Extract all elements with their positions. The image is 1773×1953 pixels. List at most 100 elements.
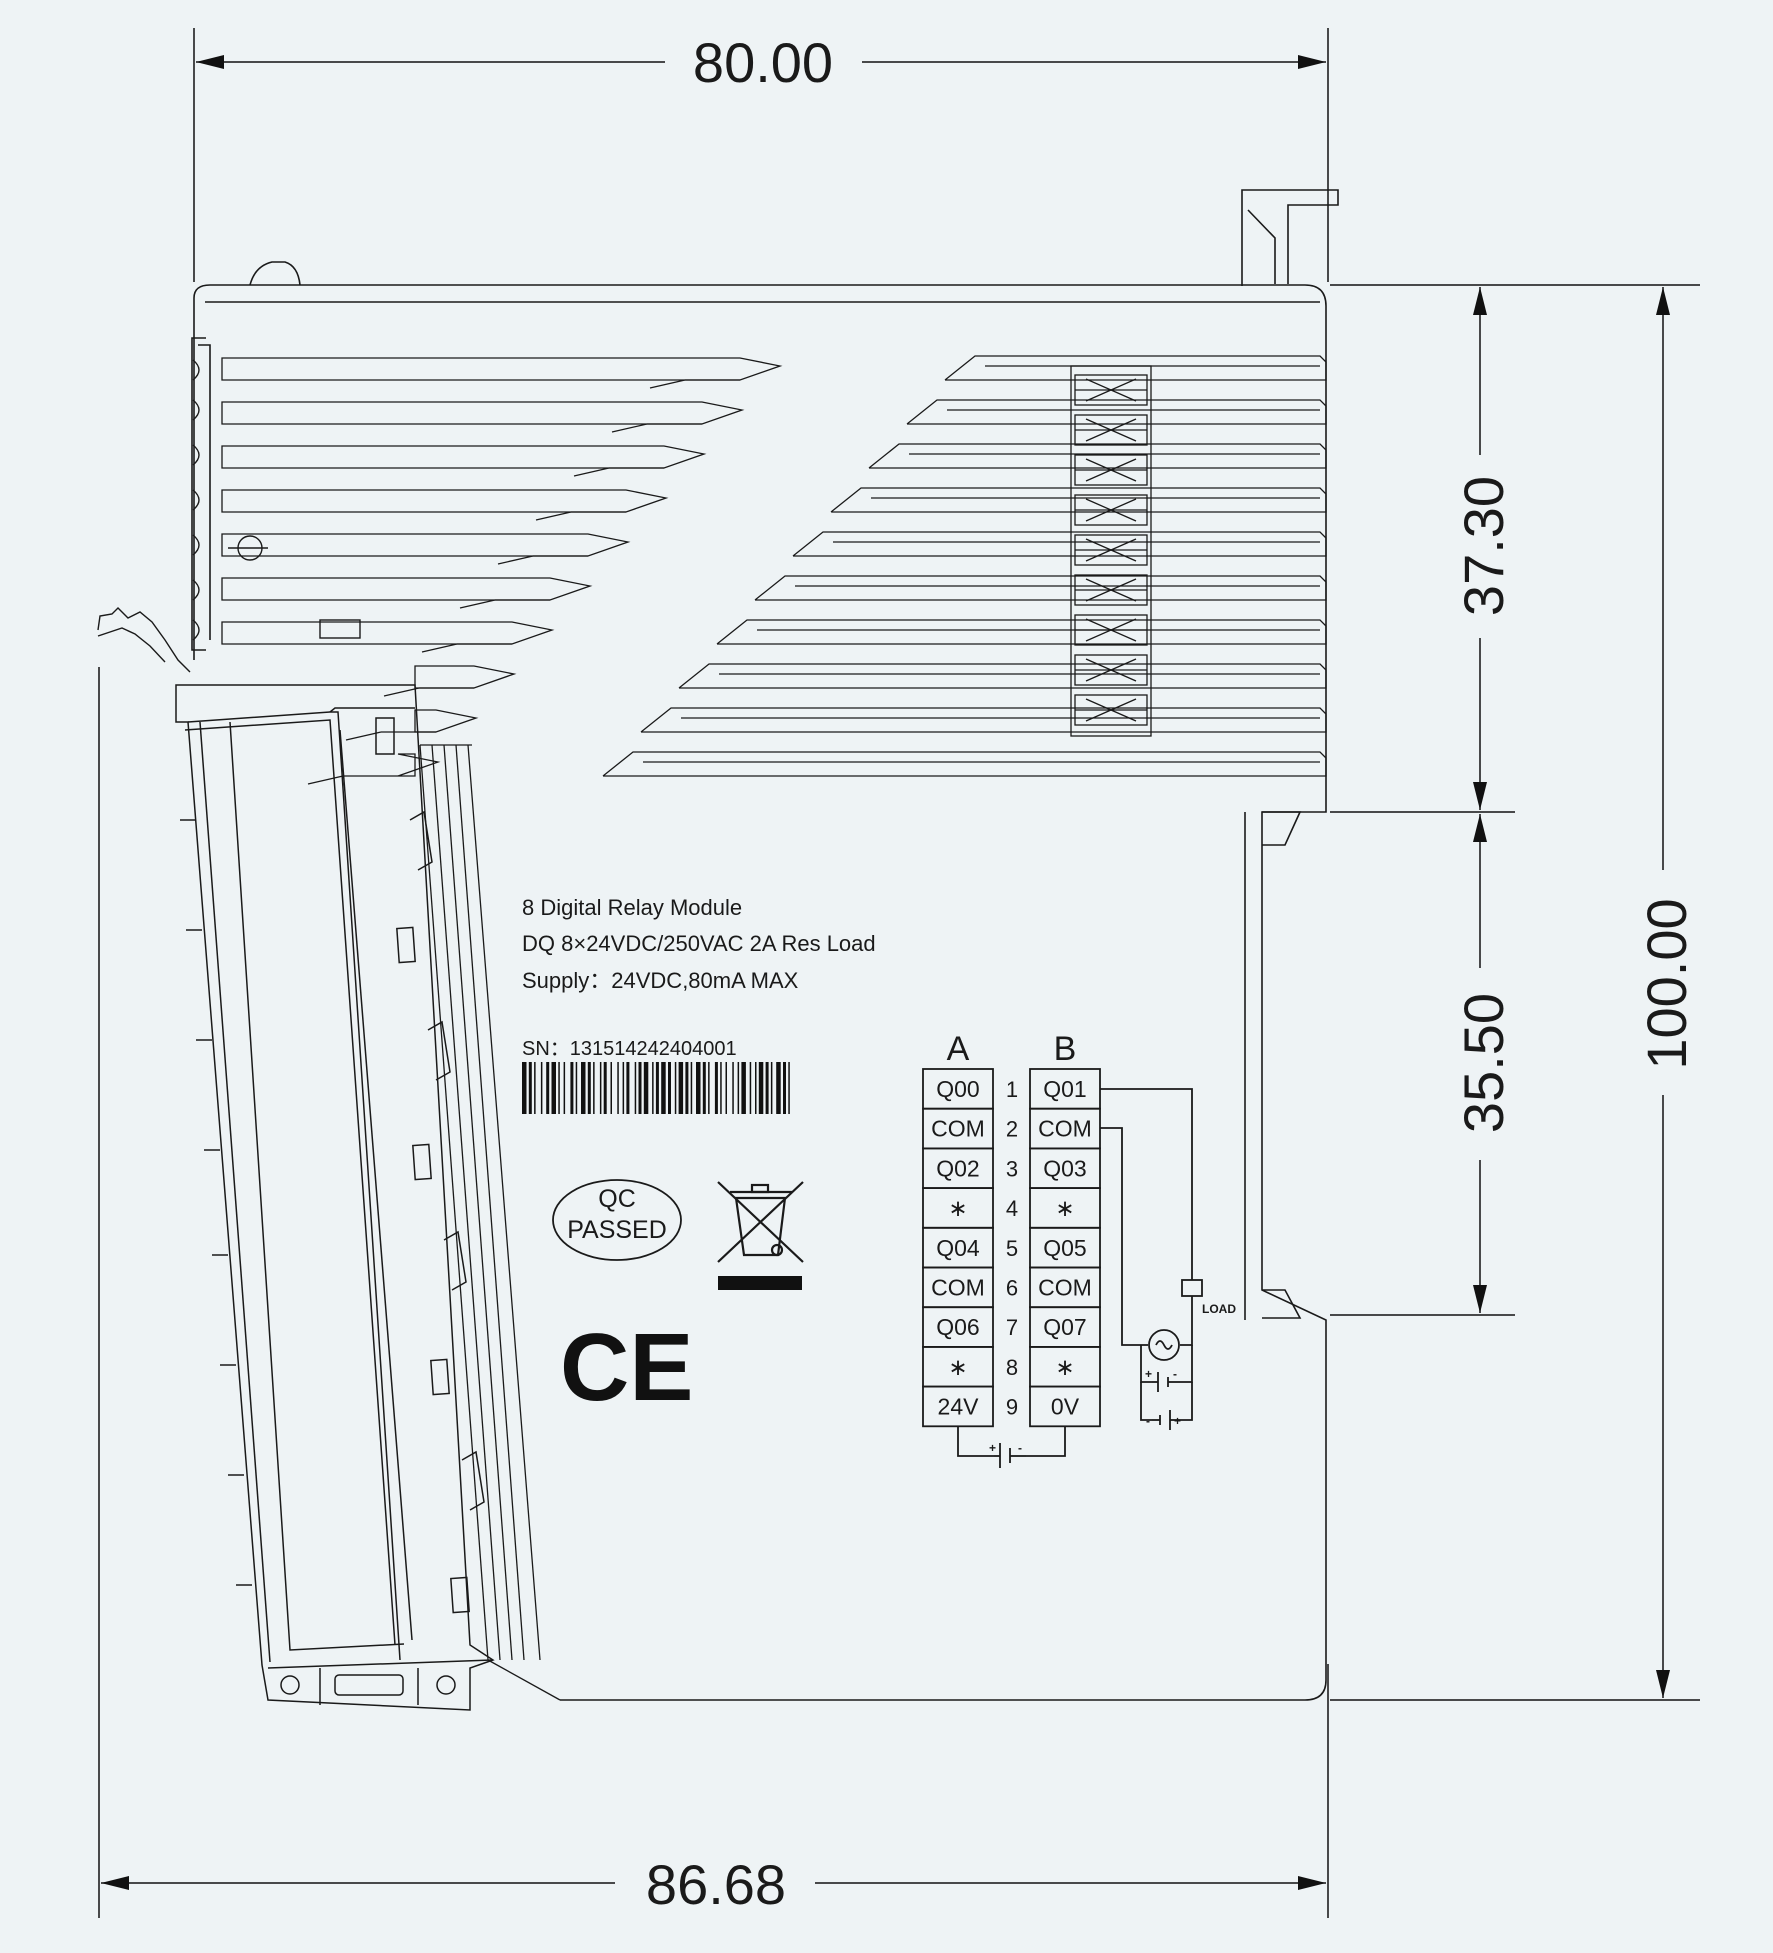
crossed-out-wheelie-bin-icon: [717, 1181, 804, 1290]
barcode-bar: [749, 1062, 752, 1114]
channel-left: [397, 753, 441, 777]
terminal-row: ∗4∗: [922, 1187, 1101, 1229]
channel-right: [944, 355, 1327, 381]
clamp-cross: [1074, 374, 1148, 406]
barcode-bar: [655, 1062, 659, 1114]
dim-width-top: 80.00: [196, 31, 1326, 94]
barcode-bar: [643, 1062, 649, 1114]
channel-mid: [459, 599, 550, 609]
barcode-bar: [528, 1062, 532, 1114]
module-supply: Supply：24VDC,80mA MAX: [522, 968, 799, 993]
barcode-bar: [732, 1062, 734, 1114]
channel-left: [221, 621, 555, 645]
barcode-bar: [702, 1062, 706, 1114]
barcode-bar: [593, 1062, 595, 1114]
cell-b-label: Q07: [1043, 1314, 1086, 1340]
cell-a-label: COM: [931, 1275, 985, 1301]
dim-label-height-lower: 35.50: [1452, 993, 1515, 1133]
clamp-cross: [1074, 654, 1148, 686]
barcode-bar: [603, 1062, 607, 1114]
channel-mid: [573, 467, 664, 477]
dc2-minus: -: [1146, 1414, 1150, 1428]
terminal-row: ∗8∗: [922, 1346, 1101, 1388]
barcode-bar: [776, 1062, 781, 1114]
channel-left: [221, 489, 669, 513]
qc-line-2: PASSED: [567, 1216, 667, 1244]
barcode-bar: [696, 1062, 701, 1114]
cell-a-label: Q00: [936, 1076, 979, 1102]
channel-left: [221, 577, 593, 601]
cell-a-label: 24V: [938, 1394, 980, 1420]
cell-a-label: COM: [931, 1116, 985, 1142]
channel-right: [602, 751, 1327, 777]
barcode-bar: [634, 1062, 637, 1114]
barcode-bar: [610, 1062, 612, 1114]
barcode-bar: [770, 1062, 773, 1114]
barcode-bar: [622, 1062, 625, 1114]
barcode-bar: [652, 1062, 654, 1114]
supply-plus: +: [989, 1441, 996, 1455]
cell-a-label: Q04: [936, 1235, 980, 1261]
channel-mid: [649, 379, 740, 389]
channel-left: [221, 533, 631, 557]
column-a-header: A: [947, 1030, 970, 1068]
wiring-labels: LOAD + - + - - +: [989, 1302, 1236, 1455]
load-label: LOAD: [1202, 1302, 1236, 1316]
barcode-bar: [788, 1062, 790, 1114]
barcode-bar: [599, 1062, 602, 1114]
clamp-cross: [1074, 614, 1148, 646]
wiring-example: [957, 1088, 1203, 1468]
cell-a-label: ∗: [948, 1195, 967, 1221]
dim-label-width-bottom: 86.68: [646, 1853, 786, 1916]
barcode-bar: [758, 1062, 764, 1114]
channel-right: [830, 487, 1327, 513]
barcode-bar: [708, 1062, 710, 1114]
channel-mid: [307, 775, 398, 785]
barcode-bar: [765, 1062, 769, 1114]
rail-notches: [192, 359, 361, 641]
barcode-bar: [714, 1062, 718, 1114]
strip-frame: [1070, 365, 1152, 737]
supply-minus: -: [1018, 1441, 1022, 1455]
barcode-bar: [551, 1062, 556, 1114]
column-b-header: B: [1054, 1030, 1077, 1068]
wire-channels: [221, 355, 1327, 785]
barcode-bar: [755, 1062, 757, 1114]
pin-number: 7: [1006, 1315, 1018, 1340]
module-housing: [191, 189, 1339, 1701]
qc-line-1: QC: [598, 1185, 636, 1213]
product-label: 8 Digital Relay Module DQ 8×24VDC/250VAC…: [522, 895, 876, 1114]
dim-label-width-top: 80.00: [693, 31, 833, 94]
dim-height-lower: 35.50: [1452, 814, 1515, 1313]
channel-mid: [535, 511, 626, 521]
clamp-cross: [1074, 414, 1148, 446]
barcode-bar: [661, 1062, 666, 1114]
cable-clip: [97, 607, 191, 673]
channel-right: [754, 575, 1327, 601]
dim-label-height-total: 100.00: [1635, 898, 1698, 1069]
cell-b-label: Q01: [1043, 1076, 1086, 1102]
channel-mid: [611, 423, 702, 433]
clamp-cross: [1074, 454, 1148, 486]
dc1-plus: +: [1145, 1367, 1152, 1381]
module-spec: DQ 8×24VDC/250VAC 2A Res Load: [522, 931, 876, 956]
clamp-cross: [1074, 534, 1148, 566]
channel-right: [678, 663, 1327, 689]
barcode-bar: [540, 1062, 543, 1114]
cell-b-label: 0V: [1051, 1394, 1080, 1420]
cell-a-label: Q02: [936, 1155, 979, 1181]
dc2-plus: +: [1174, 1414, 1181, 1428]
front-cover: [175, 684, 495, 1711]
barcode-bar: [626, 1062, 630, 1114]
barcode-bar: [587, 1062, 591, 1114]
channel-mid: [383, 687, 474, 697]
channel-mid: [497, 555, 588, 565]
channel-left: [414, 665, 517, 689]
dim-width-bottom: 86.68: [101, 1853, 1326, 1916]
cover-rails: [419, 744, 561, 1701]
